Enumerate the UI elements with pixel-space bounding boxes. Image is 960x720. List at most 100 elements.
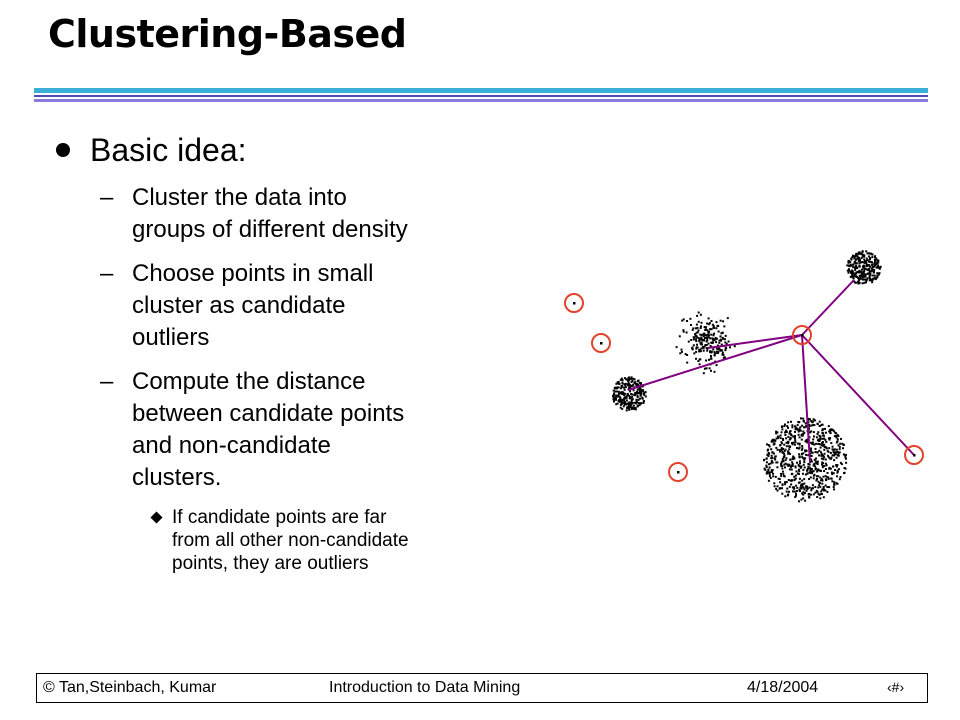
data-point (781, 460, 784, 462)
data-point (784, 495, 787, 498)
data-point (634, 408, 637, 411)
data-point (820, 444, 823, 447)
data-point (715, 321, 718, 324)
data-point (810, 468, 813, 470)
data-point (832, 486, 835, 489)
data-point (863, 255, 866, 258)
data-point (800, 438, 803, 441)
data-point (871, 278, 874, 281)
outlier-point (801, 334, 804, 337)
data-point (715, 364, 718, 367)
data-point (798, 429, 801, 432)
data-point (627, 379, 630, 382)
data-point (806, 487, 809, 490)
data-point (809, 441, 812, 444)
data-point (808, 466, 811, 469)
data-point (705, 359, 708, 362)
data-point (613, 387, 616, 389)
data-point (845, 453, 847, 456)
data-point (697, 360, 700, 362)
data-point (638, 404, 641, 407)
data-point (849, 263, 852, 266)
data-point (871, 281, 874, 284)
data-point (871, 274, 874, 277)
data-point (697, 320, 700, 323)
data-point (710, 350, 713, 353)
data-point (871, 269, 874, 271)
data-point (699, 327, 702, 329)
data-point (719, 319, 722, 322)
data-point (711, 323, 714, 326)
sub-sub-line: points, they are outliers (172, 553, 369, 574)
data-point (832, 449, 835, 452)
data-point (631, 393, 634, 396)
data-point (617, 400, 620, 402)
data-point (860, 275, 862, 277)
data-point (800, 498, 803, 501)
data-point (833, 430, 836, 433)
data-point (802, 457, 805, 460)
data-point (675, 346, 678, 349)
data-point (623, 403, 626, 406)
data-point (635, 401, 637, 404)
data-point (790, 479, 793, 482)
data-point (714, 352, 717, 355)
data-point (798, 443, 801, 446)
data-point (807, 462, 810, 465)
data-point (765, 464, 768, 467)
data-point (770, 471, 773, 473)
data-point (798, 488, 801, 491)
data-point (786, 487, 789, 490)
data-point (777, 437, 780, 440)
data-point (858, 256, 860, 259)
data-point (861, 282, 864, 285)
data-point (810, 424, 813, 427)
data-point (865, 259, 868, 262)
data-point (629, 390, 632, 393)
data-point (821, 429, 824, 432)
data-point (875, 257, 878, 260)
data-point (837, 435, 840, 438)
data-point (623, 397, 626, 400)
data-point (796, 427, 799, 430)
data-point (856, 267, 858, 270)
data-point (797, 463, 800, 466)
data-point (620, 377, 623, 380)
data-point (695, 323, 698, 326)
data-point (811, 442, 814, 445)
data-point (686, 354, 689, 356)
top-right-cluster (846, 250, 882, 285)
data-point (639, 392, 642, 395)
data-point (712, 339, 715, 342)
data-point (820, 493, 823, 495)
data-point (770, 454, 773, 457)
data-point (623, 386, 626, 389)
data-point (794, 425, 796, 428)
data-point (833, 482, 836, 485)
data-point (789, 433, 792, 436)
data-point (640, 383, 643, 386)
data-point (795, 490, 798, 492)
data-point (780, 449, 783, 451)
data-point (681, 319, 684, 322)
data-point (812, 493, 815, 496)
data-point (773, 485, 776, 488)
data-point (775, 437, 778, 440)
data-point (622, 392, 625, 395)
data-point (770, 440, 773, 443)
data-point (857, 277, 860, 280)
data-point (809, 476, 812, 479)
data-point (699, 338, 702, 341)
data-point (868, 260, 870, 263)
data-point (787, 451, 790, 454)
data-point (808, 478, 811, 480)
data-point (833, 451, 836, 454)
data-point (854, 281, 857, 284)
data-point (852, 271, 855, 274)
outlier-point (573, 302, 576, 305)
data-point (817, 486, 820, 489)
data-point (869, 258, 871, 261)
data-point (874, 278, 877, 281)
data-point (850, 264, 853, 267)
data-point (621, 381, 624, 384)
